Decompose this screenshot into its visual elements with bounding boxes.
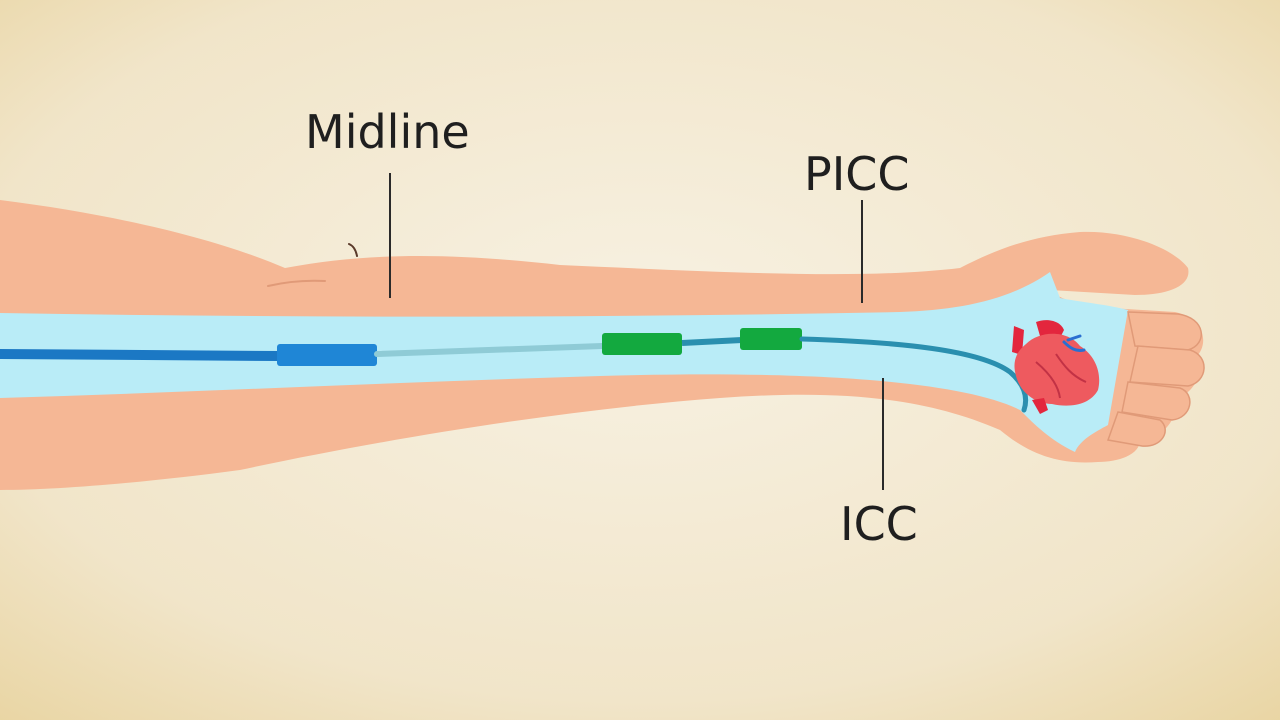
catheter-green-cuff-1: [602, 333, 682, 355]
catheter-dark-blue-cuff: [277, 344, 377, 366]
elbow-crease: [267, 279, 326, 287]
icc-label: ICC: [840, 497, 918, 551]
catheter-light-line: [374, 343, 605, 357]
arm-hair: [348, 243, 358, 257]
heart-icon: [1012, 320, 1100, 414]
catheter-teal-tail: [799, 336, 1029, 413]
catheter-teal-link: [681, 337, 743, 346]
catheter-dark-blue-line: [0, 349, 285, 361]
picc-label: PICC: [804, 147, 910, 201]
catheter-green-cuff-2: [740, 328, 802, 350]
midline-label: Midline: [305, 105, 470, 159]
vein-channel: [0, 272, 1128, 452]
hand-fingers: [1106, 311, 1205, 447]
